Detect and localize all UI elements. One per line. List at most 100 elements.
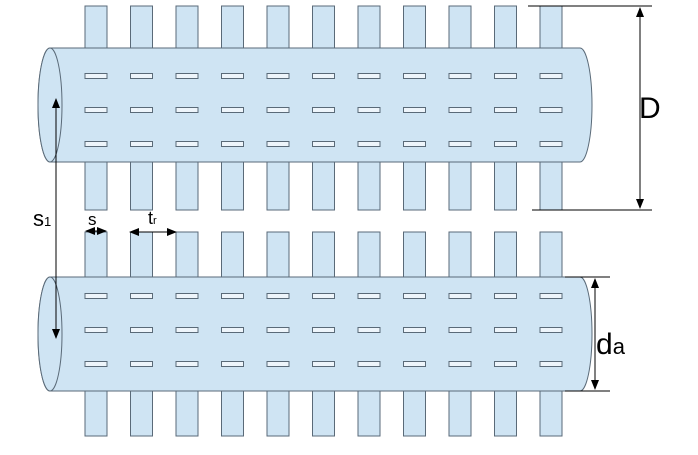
fin-slot xyxy=(221,327,244,333)
fin-slot xyxy=(403,107,426,113)
fin xyxy=(266,231,290,278)
fin xyxy=(494,161,517,211)
fin-slot xyxy=(312,361,335,367)
fin xyxy=(84,5,108,50)
fin-slot xyxy=(175,73,199,79)
fin-slot xyxy=(357,141,381,147)
fin-slot xyxy=(130,73,153,79)
fin xyxy=(221,161,244,211)
fin xyxy=(403,5,426,50)
fin-slot xyxy=(494,107,517,113)
fin xyxy=(84,231,108,278)
fin xyxy=(312,390,335,437)
fin-slot xyxy=(539,73,563,79)
fin xyxy=(266,5,290,50)
fin-slot xyxy=(539,361,563,367)
fin-slot xyxy=(403,361,426,367)
fin-slot xyxy=(175,327,199,333)
fin xyxy=(494,5,517,50)
fin xyxy=(221,390,244,437)
fin xyxy=(130,5,153,50)
fin-slot xyxy=(448,293,472,299)
tube-end xyxy=(37,276,63,392)
fin-slot xyxy=(539,141,563,147)
fin-slot xyxy=(175,141,199,147)
fin-slot xyxy=(448,107,472,113)
fin xyxy=(175,161,199,211)
fin xyxy=(539,231,563,278)
fin-slot xyxy=(266,327,290,333)
fin-slot xyxy=(403,73,426,79)
fin xyxy=(84,390,108,437)
fin-slot xyxy=(448,73,472,79)
fin-slot xyxy=(84,327,108,333)
fin-slot xyxy=(403,327,426,333)
fin-slot xyxy=(403,141,426,147)
fin-slot xyxy=(84,293,108,299)
fin-slot xyxy=(312,327,335,333)
fin-slot xyxy=(130,141,153,147)
fin-slot xyxy=(539,107,563,113)
fin xyxy=(175,5,199,50)
fin-slot xyxy=(266,293,290,299)
fin xyxy=(312,5,335,50)
fin-slot xyxy=(84,107,108,113)
fin xyxy=(266,161,290,211)
fin xyxy=(266,390,290,437)
fin-slot xyxy=(266,361,290,367)
fin xyxy=(221,5,244,50)
fin xyxy=(84,161,108,211)
fin-slot xyxy=(266,107,290,113)
fin-slot xyxy=(312,141,335,147)
fin-slot xyxy=(357,293,381,299)
fin-slot xyxy=(221,141,244,147)
fin xyxy=(130,231,153,278)
fin-slot xyxy=(494,327,517,333)
upper-tube xyxy=(37,5,593,211)
fin xyxy=(175,390,199,437)
label-D: D xyxy=(639,92,661,125)
fin xyxy=(539,161,563,211)
fin-slot xyxy=(130,293,153,299)
fin xyxy=(357,231,381,278)
fin xyxy=(403,390,426,437)
fin xyxy=(221,231,244,278)
fin xyxy=(539,5,563,50)
fin-slot xyxy=(175,107,199,113)
fin-slot xyxy=(357,107,381,113)
fin-slot xyxy=(494,361,517,367)
fin-slot xyxy=(312,107,335,113)
fin-slot xyxy=(221,107,244,113)
fin xyxy=(494,231,517,278)
fin xyxy=(357,161,381,211)
fin-slot xyxy=(130,361,153,367)
fin-slot xyxy=(494,293,517,299)
fin-slot xyxy=(494,141,517,147)
fin xyxy=(494,390,517,437)
fin-slot xyxy=(539,327,563,333)
fin-slot xyxy=(448,327,472,333)
fin-slot xyxy=(266,73,290,79)
fin-slot xyxy=(448,141,472,147)
fin-slot xyxy=(221,293,244,299)
fin-slot xyxy=(312,293,335,299)
fin xyxy=(539,390,563,437)
fin xyxy=(175,231,199,278)
fin xyxy=(312,231,335,278)
fin-slot xyxy=(494,73,517,79)
fin xyxy=(357,390,381,437)
lower-tube xyxy=(37,231,593,437)
label-da: da xyxy=(596,328,626,361)
fin-slot xyxy=(84,361,108,367)
fin xyxy=(130,161,153,211)
fin-slot xyxy=(357,73,381,79)
fin xyxy=(448,161,472,211)
fin-slot xyxy=(84,73,108,79)
fin-slot xyxy=(539,293,563,299)
tube-end xyxy=(37,47,63,163)
fin-slot xyxy=(175,293,199,299)
fin-slot xyxy=(448,361,472,367)
fin xyxy=(403,161,426,211)
fin-slot xyxy=(357,327,381,333)
